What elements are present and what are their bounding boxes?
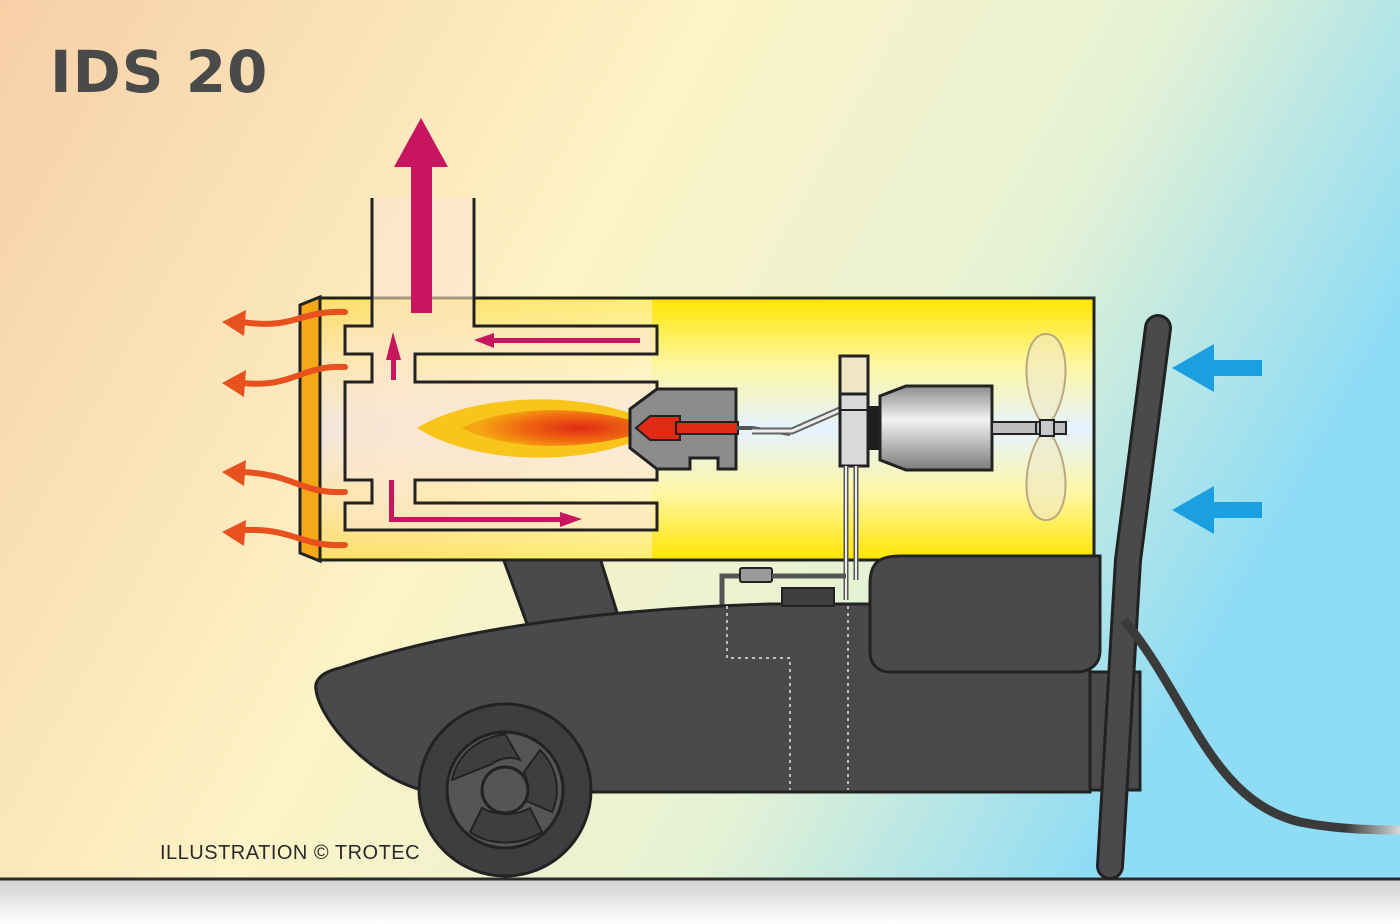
- floor: [0, 878, 1400, 924]
- housing-front-lip: [298, 294, 322, 564]
- heat-exchanger-channels: [327, 309, 739, 548]
- tank-fuel-line: [719, 567, 846, 606]
- diagram-title: IDS 20: [50, 38, 269, 106]
- arrow-left-icon: [1172, 344, 1262, 392]
- exhaust-arrow-icon: [394, 118, 448, 313]
- hot-air-arrows: [239, 308, 348, 549]
- arrow-left-icon: [1172, 486, 1262, 534]
- burner-nozzle: [628, 387, 791, 471]
- internal-flow: [386, 332, 640, 527]
- curved-arrow-left-icon: [222, 310, 246, 546]
- illustration-credit: ILLUSTRATION © TROTEC: [160, 842, 421, 864]
- flame-icon: [417, 399, 638, 458]
- wheel-icon: [417, 702, 593, 878]
- motor-icon: [878, 384, 1039, 472]
- fan-icon: [1025, 332, 1067, 522]
- power-cable: [1120, 617, 1400, 835]
- intake-arrows: [1172, 344, 1262, 534]
